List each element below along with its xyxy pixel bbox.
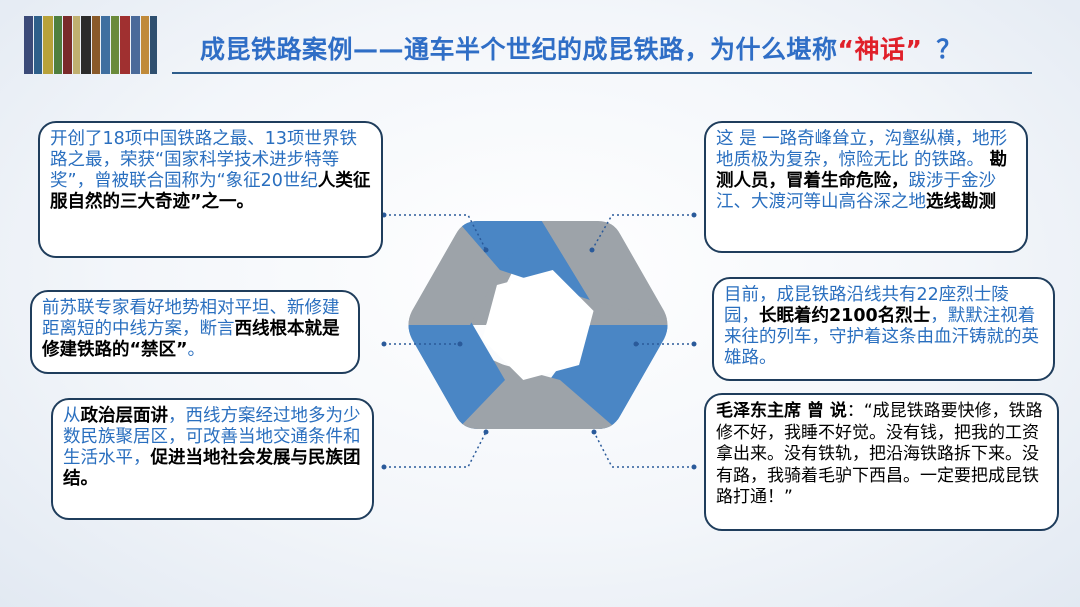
- title-end: ？: [936, 35, 962, 64]
- callout-records: 开创了18项中国铁路之最、13项世界铁路之最，荣获“国家科学技术进步特等奖”，曾…: [38, 121, 383, 258]
- callout-political-text: ，西线方案经过地多为少数民族聚居区，可改善当地交通条件和生活水平，: [63, 406, 361, 468]
- callout-political-from: 从: [63, 406, 81, 426]
- callout-mao-speaker: 毛泽东主席 曾 说: [716, 401, 847, 421]
- title-divider: [172, 72, 1032, 74]
- callout-terrain-bold: 勘测人员，冒着生命危险，: [716, 150, 1008, 191]
- callout-soviet-end: 。: [187, 340, 206, 360]
- callout-terrain-bold2: 选线勘测: [926, 192, 996, 212]
- callout-martyrs: 目前，成昆铁路沿线共有22座烈士陵园，长眠着约2100名烈士，默默注视着来往的列…: [712, 277, 1055, 381]
- callout-political: 从政治层面讲，西线方案经过地多为少数民族聚居区，可改善当地交通条件和生活水平，促…: [51, 398, 374, 520]
- callout-records-text: 开创了18项中国铁路之最、13项世界铁路之最，荣获“国家科学技术进步特等奖”，曾…: [50, 129, 358, 191]
- callout-terrain: 这 是 一路奇峰耸立，沟壑纵横，地形地质极为复杂，惊险无比 的铁路。 勘测人员，…: [704, 121, 1028, 253]
- callout-political-bold2: 促进当地社会发展与民族团结。: [63, 448, 361, 489]
- page-title: 成昆铁路案例——通车半个世纪的成昆铁路，为什么堪称“神话” ？: [200, 30, 962, 66]
- callout-martyrs-bold: 长眠着约2100名烈士: [759, 306, 931, 326]
- callout-political-bold: 政治层面讲: [80, 406, 169, 426]
- callout-soviet-experts: 前苏联专家看好地势相对平坦、新修建距离短的中线方案，断言西线根本就是修建铁路的“…: [30, 290, 360, 374]
- callout-terrain-text2: 跋涉于金沙江、大渡河等山高谷深之地: [716, 171, 996, 212]
- callout-terrain-text: 这 是 一路奇峰耸立，沟壑纵横，地形地质极为复杂，惊险无比 的铁路。: [716, 129, 1008, 170]
- callout-mao-quote-text: ：“成昆铁路要快修，铁路修不好，我睡不好觉。没有钱，把我的工资拿出来。没有铁轨，…: [716, 401, 1043, 507]
- title-quote: “神话”: [837, 35, 923, 64]
- callout-soviet-bold: 西线根本就是修建铁路的“禁区”: [42, 319, 340, 360]
- callout-mao-quote: 毛泽东主席 曾 说：“成昆铁路要快修，铁路修不好，我睡不好觉。没有钱，把我的工资…: [704, 393, 1059, 531]
- callout-martyrs-text: 目前，成昆铁路沿线共有22座烈士陵园，: [724, 285, 1009, 326]
- title-main: 成昆铁路案例——通车半个世纪的成昆铁路，为什么堪称: [200, 35, 838, 64]
- callout-records-bold: 人类征服自然的三大奇迹”之一。: [50, 171, 371, 212]
- books-logo-icon: [24, 16, 164, 74]
- callout-soviet-text: 前苏联专家看好地势相对平坦、新修建距离短的中线方案，断言: [42, 298, 340, 339]
- callout-martyrs-text2: ，默默注视着来往的列车，守护着这条由血汗铸就的英雄路。: [724, 306, 1039, 368]
